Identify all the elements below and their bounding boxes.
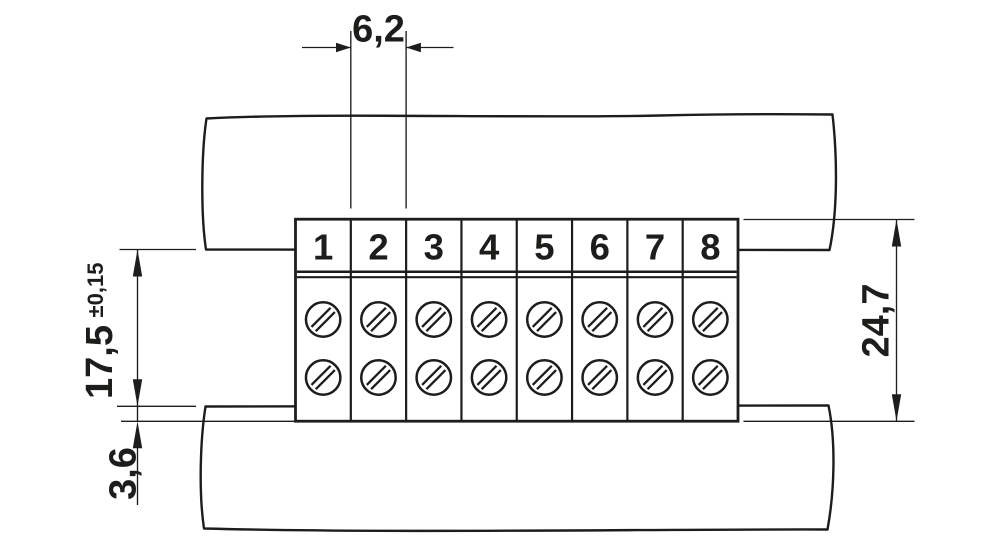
screw-slot-line (421, 306, 442, 328)
screw-circle (304, 359, 342, 396)
arrowhead-up-icon (132, 249, 143, 277)
screw-slot-line (531, 306, 553, 328)
screw-head-icon (691, 359, 729, 396)
screw-head-icon (636, 359, 674, 396)
screw-circle (304, 301, 342, 338)
screw-head-icon (470, 301, 508, 338)
screw-slot-line (646, 369, 668, 391)
dim-label-bottom-offset: 3,6 (103, 447, 145, 500)
screw-circle (470, 359, 508, 396)
screw-slot-line (587, 306, 608, 328)
screw-circle (691, 359, 729, 396)
screw-head-icon (360, 301, 397, 338)
screw-slot-line (365, 364, 387, 386)
dimension-bottom-offset: 3,6 (103, 421, 145, 505)
screw-head-icon (525, 359, 563, 396)
screw-slot-line (314, 369, 336, 391)
arrowhead-up-icon (132, 421, 143, 449)
terminal-number: 4 (479, 227, 500, 268)
dim-label-cutout-height: 17,5 (79, 325, 121, 399)
screw-slot-line (421, 364, 442, 386)
arrowhead-down-icon (891, 394, 902, 422)
screw-slot-line (425, 369, 447, 391)
arrowhead-down-icon (132, 379, 143, 407)
screw-slot-line (642, 364, 664, 386)
screw-slot-line (480, 311, 502, 333)
screw-slot-line (702, 311, 723, 333)
screw-slot-line (314, 311, 336, 333)
screw-head-icon (581, 301, 619, 338)
screw-slot-line (591, 369, 613, 391)
screw-circle (525, 359, 563, 396)
screw-slot-line (536, 311, 557, 333)
screw-circle (415, 359, 453, 396)
screw-circle (415, 301, 453, 338)
screw-slot-line (365, 306, 387, 328)
screw-circle (581, 359, 619, 396)
screw-slot-line (531, 364, 553, 386)
screw-circle (525, 301, 563, 338)
screw-heads (304, 301, 729, 396)
dim-tolerance-label: ±0,15 (83, 263, 108, 318)
screw-circle (636, 301, 674, 338)
screw-slot-line (536, 369, 557, 391)
screw-slot-line (591, 311, 613, 333)
screw-head-icon (581, 359, 619, 396)
screw-circle (360, 301, 397, 338)
arrowhead-up-icon (891, 219, 902, 247)
screw-slot-line (642, 306, 664, 328)
upper-panel-outline (201, 112, 838, 252)
screw-slot-line (425, 311, 447, 333)
screw-slot-line (370, 311, 391, 333)
terminal-number: 3 (424, 227, 444, 268)
cell-separators (349, 220, 684, 421)
terminal-number: 2 (368, 227, 388, 268)
screw-head-icon (525, 301, 563, 338)
screw-slot-line (370, 369, 391, 391)
arrowhead-right-icon (336, 42, 351, 53)
screw-head-icon (304, 301, 342, 338)
dimension-pitch: 6,2 (302, 9, 454, 53)
screw-slot-line (476, 364, 498, 386)
terminal-number: 7 (645, 227, 665, 268)
screw-circle (691, 301, 729, 338)
dim-label-pitch: 6,2 (352, 9, 405, 51)
screw-head-icon (360, 359, 397, 396)
screw-slot-line (697, 364, 719, 386)
arrowhead-left-icon (406, 42, 421, 53)
screw-head-icon (470, 359, 508, 396)
screw-slot-line (697, 306, 719, 328)
screw-head-icon (691, 301, 729, 338)
lower-panel-outline (199, 404, 835, 533)
screw-circle (470, 301, 508, 338)
terminal-number: 8 (700, 227, 720, 268)
screw-slot-line (476, 306, 498, 328)
screw-head-icon (415, 359, 453, 396)
screw-circle (360, 359, 397, 396)
dimension-cutout-height: 17,5 ±0,15 (79, 249, 143, 422)
terminal-number: 6 (590, 227, 610, 268)
terminal-number: 5 (534, 227, 554, 268)
screw-slot-line (480, 369, 502, 391)
screw-slot-line (587, 364, 608, 386)
screw-circle (581, 301, 619, 338)
dim-label-overall-height: 24,7 (856, 284, 898, 358)
screw-circle (636, 359, 674, 396)
dimension-overall-height: 24,7 (856, 219, 902, 422)
screw-head-icon (415, 301, 453, 338)
terminal-number: 1 (313, 227, 333, 268)
screw-head-icon (304, 359, 342, 396)
screw-slot-line (646, 311, 668, 333)
screw-head-icon (636, 301, 674, 338)
screw-slot-line (310, 364, 332, 386)
screw-slot-line (310, 306, 332, 328)
screw-slot-line (702, 369, 723, 391)
